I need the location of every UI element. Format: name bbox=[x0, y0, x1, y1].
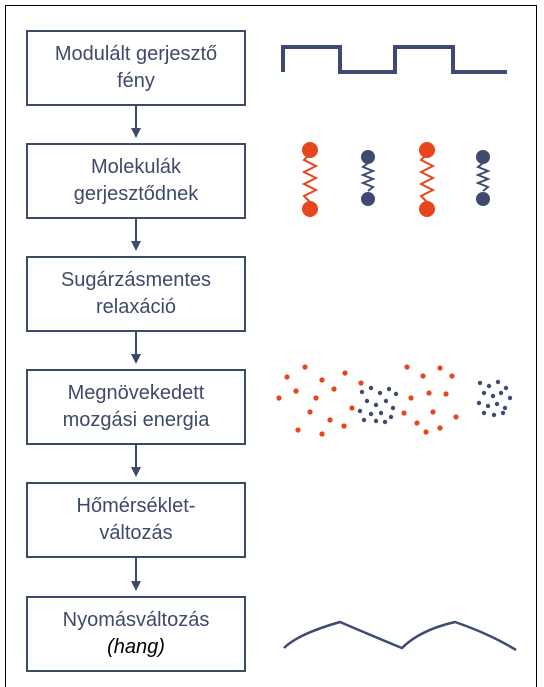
particle-dot bbox=[502, 405, 508, 411]
particle-dot bbox=[437, 365, 443, 371]
particle-dot bbox=[383, 398, 389, 404]
particle-dot bbox=[437, 425, 443, 431]
step-box-molecules-excited: Molekulák gerjesztődnek bbox=[26, 143, 246, 219]
step-label-line2: gerjesztődnek bbox=[73, 183, 199, 205]
particle-dot bbox=[368, 411, 374, 417]
molecule-ground-icon bbox=[475, 150, 491, 206]
particle-dot bbox=[378, 410, 384, 416]
particle-dot bbox=[319, 377, 325, 383]
particle-dot bbox=[382, 419, 388, 425]
molecule-ground-icon bbox=[360, 150, 376, 206]
step-box-pressure-change: Nyomásváltozás (hang) bbox=[26, 596, 246, 672]
particle-dot bbox=[364, 398, 370, 404]
particle-dot bbox=[284, 374, 290, 380]
particle-dot bbox=[342, 370, 348, 376]
particle-dot bbox=[485, 403, 491, 409]
particle-dot bbox=[401, 410, 407, 416]
particle-dot bbox=[361, 417, 367, 423]
particle-dot bbox=[368, 385, 374, 391]
particle-dot bbox=[423, 429, 429, 435]
particle-dot bbox=[498, 390, 504, 396]
step-label-line1: Molekulák bbox=[90, 156, 182, 178]
particle-dot bbox=[331, 386, 337, 392]
particle-dot bbox=[319, 431, 325, 437]
particle-dot bbox=[388, 414, 394, 420]
step-label-line1: Megnövekedett bbox=[67, 382, 205, 404]
step-box-kinetic-energy: Megnövekedett mozgási energia bbox=[26, 369, 246, 445]
particle-dot bbox=[500, 410, 506, 416]
particle-dot bbox=[494, 401, 500, 407]
particle-dot bbox=[476, 400, 482, 406]
particle-dot bbox=[302, 364, 308, 370]
particle-dot bbox=[449, 373, 455, 379]
particle-dot bbox=[503, 385, 509, 391]
particle-dot bbox=[377, 390, 383, 396]
step-label-line1: Nyomásváltozás bbox=[62, 609, 210, 631]
molecule-excited-icon bbox=[301, 142, 319, 217]
particle-dot bbox=[414, 420, 420, 426]
particle-dot bbox=[426, 390, 432, 396]
particle-dot bbox=[349, 405, 355, 411]
particle-dot bbox=[481, 410, 487, 416]
particle-dot bbox=[486, 383, 492, 389]
particle-dot bbox=[327, 417, 333, 423]
particle-dot bbox=[358, 380, 364, 386]
particle-dot bbox=[507, 395, 513, 401]
particle-dot bbox=[495, 379, 501, 385]
particle-dot bbox=[373, 418, 379, 424]
particle-dot bbox=[313, 395, 319, 401]
particle-dot bbox=[420, 373, 426, 379]
step-label-line2: fény bbox=[117, 70, 155, 92]
step-label-line1: Modulált gerjesztő bbox=[54, 43, 218, 65]
particle-dot bbox=[443, 391, 449, 397]
particle-dot bbox=[477, 380, 483, 386]
step-label-line2: mozgási energia bbox=[62, 409, 210, 431]
step-label-line2: relaxáció bbox=[95, 296, 177, 318]
slide-frame bbox=[5, 5, 537, 687]
step-box-modulated-light: Modulált gerjesztő fény bbox=[26, 30, 246, 106]
step-label-line1: Sugárzásmentes bbox=[60, 269, 212, 291]
square-wave-icon bbox=[281, 45, 507, 74]
particles-icon bbox=[276, 364, 513, 437]
step-label-line2: változás bbox=[99, 522, 173, 544]
particle-dot bbox=[393, 391, 399, 397]
step-box-nonradiative-relaxation: Sugárzásmentes relaxáció bbox=[26, 256, 246, 332]
particle-dot bbox=[359, 389, 365, 395]
particle-dot bbox=[490, 393, 496, 399]
particle-dot bbox=[357, 408, 363, 414]
particle-dot bbox=[404, 364, 410, 370]
particle-dot bbox=[386, 386, 392, 392]
particle-dot bbox=[481, 390, 487, 396]
particle-dot bbox=[453, 414, 459, 420]
molecule-excited-icon bbox=[418, 142, 436, 217]
particle-dot bbox=[295, 427, 301, 433]
particle-dot bbox=[390, 405, 396, 411]
sound-wave-icon bbox=[283, 620, 517, 652]
step-label-line1: Hőmérséklet- bbox=[76, 495, 196, 517]
particle-dot bbox=[276, 395, 282, 401]
particle-dot bbox=[491, 412, 497, 418]
particle-dot bbox=[373, 402, 379, 408]
step-box-temperature-change: Hőmérséklet- változás bbox=[26, 482, 246, 558]
particle-dot bbox=[307, 409, 313, 415]
particle-dot bbox=[408, 395, 414, 401]
particle-dot bbox=[341, 423, 347, 429]
step-label-line2: (hang) bbox=[107, 636, 165, 658]
particle-dot bbox=[293, 388, 299, 394]
particle-dot bbox=[430, 409, 436, 415]
